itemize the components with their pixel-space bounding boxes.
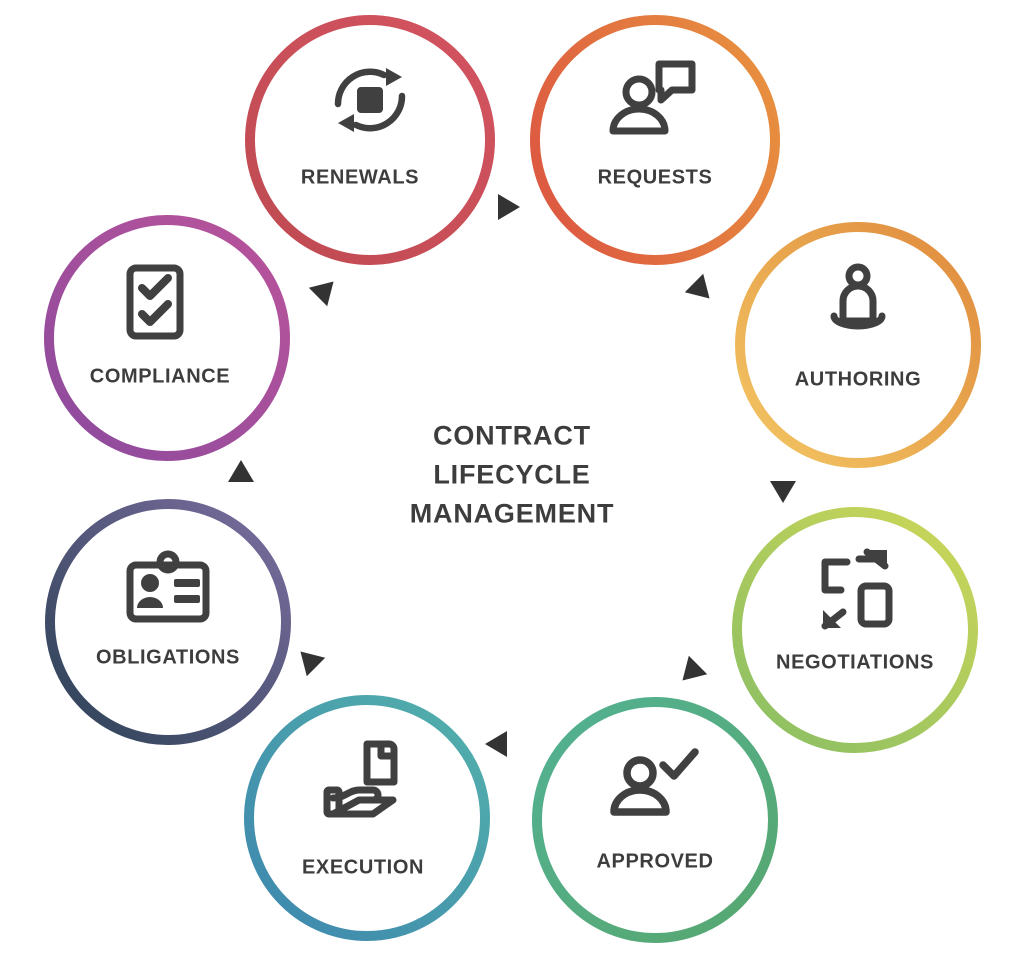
arrow-compliance-renewals bbox=[308, 281, 334, 307]
checklist-icon bbox=[126, 264, 184, 340]
person-speech-bubble-icon bbox=[609, 60, 696, 135]
renewals-ring bbox=[245, 15, 495, 265]
node-renewals[interactable] bbox=[245, 15, 495, 265]
hand-document-icon bbox=[323, 740, 398, 818]
execution-ring bbox=[244, 695, 490, 941]
node-obligations[interactable] bbox=[45, 499, 291, 745]
center-title: CONTRACT LIFECYCLE MANAGEMENT bbox=[410, 416, 615, 533]
node-approved[interactable] bbox=[532, 697, 778, 943]
arrow-obligations-compliance bbox=[228, 460, 254, 482]
approved-ring bbox=[532, 697, 778, 943]
arrow-execution-obligations bbox=[300, 651, 326, 677]
exchange-documents-icon bbox=[821, 548, 893, 630]
node-compliance[interactable] bbox=[44, 215, 290, 461]
id-badge-icon bbox=[126, 550, 210, 623]
authoring-ring bbox=[735, 222, 981, 468]
arrow-renewals-requests bbox=[498, 194, 520, 220]
node-authoring[interactable] bbox=[735, 222, 981, 468]
refresh-cycle-icon bbox=[334, 68, 406, 132]
arrow-approved-execution bbox=[485, 731, 507, 757]
arrow-requests-authoring bbox=[684, 273, 710, 299]
center-title-line-3: MANAGEMENT bbox=[409, 498, 615, 529]
node-execution[interactable] bbox=[244, 695, 490, 941]
arrow-negotiations-approved bbox=[682, 655, 708, 681]
center-title-line-1: CONTRACT bbox=[433, 420, 591, 451]
center-title-line-2: LIFECYCLE bbox=[433, 459, 591, 490]
flow-arrows bbox=[228, 194, 796, 757]
person-stand-icon bbox=[830, 263, 886, 330]
node-negotiations[interactable] bbox=[732, 507, 978, 753]
node-requests[interactable] bbox=[530, 15, 780, 265]
arrow-authoring-negotiations bbox=[770, 481, 796, 503]
requests-ring bbox=[530, 15, 780, 265]
person-check-icon bbox=[610, 748, 699, 816]
negotiations-ring bbox=[732, 507, 978, 753]
